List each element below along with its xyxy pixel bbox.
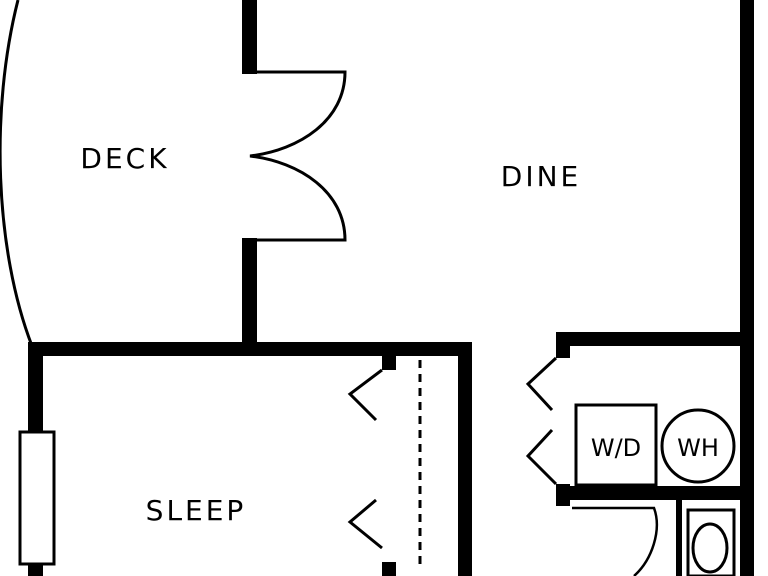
room-label-deck: DECK — [80, 142, 169, 175]
water-heater-label: WH — [677, 434, 719, 462]
wall-deck-dine-lower — [242, 238, 257, 348]
wall-exterior-right — [740, 0, 754, 576]
bath-door-swing — [572, 506, 659, 576]
window-sleep — [18, 430, 56, 566]
wall-sleep-right — [458, 342, 472, 576]
room-label-sleep: SLEEP — [146, 494, 247, 527]
water-heater-circle — [660, 408, 736, 484]
wall-bath-divider — [676, 500, 682, 576]
closet-door-upper — [347, 368, 383, 422]
washer-dryer-label: W/D — [591, 434, 641, 462]
utility-door-lower — [525, 428, 558, 486]
closet-top-jamb — [382, 356, 396, 370]
wall-utility-top — [556, 332, 754, 346]
closet-door-lower — [347, 498, 383, 550]
wall-sleep-top — [28, 342, 472, 356]
washer-dryer-box — [574, 403, 658, 487]
deck-curved-edge — [0, 0, 34, 347]
toilet-icon — [691, 522, 729, 574]
closet-bottom-jamb — [382, 562, 396, 576]
utility-door-upper — [525, 356, 558, 412]
wall-deck-dine-upper — [242, 0, 257, 74]
double-door-swing — [249, 70, 347, 242]
wall-utility-bottom — [556, 486, 754, 500]
vanity-outline — [686, 508, 736, 576]
wall-utility-left-upper — [556, 332, 570, 358]
room-label-dine: DINE — [501, 160, 581, 193]
